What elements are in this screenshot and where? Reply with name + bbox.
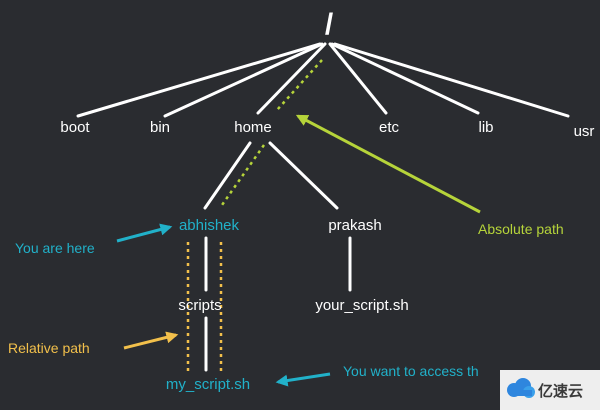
edge-root-boot bbox=[76, 42, 322, 118]
edge-home-prakash bbox=[268, 141, 339, 210]
node-boot: boot bbox=[60, 119, 90, 136]
watermark: 亿速云 bbox=[500, 370, 600, 410]
want-to-access-arrow bbox=[275, 372, 331, 387]
cloud-logo-icon bbox=[507, 378, 535, 398]
want-to-access-label: You want to access th bbox=[343, 363, 479, 379]
node-lib: lib bbox=[478, 119, 493, 136]
node-usr: usr bbox=[574, 123, 595, 140]
relative-path-label: Relative path bbox=[8, 340, 90, 356]
you-are-here-label: You are here bbox=[15, 240, 95, 256]
edge-root-bin bbox=[163, 42, 324, 118]
node-root: / bbox=[325, 8, 334, 41]
edge-root-usr bbox=[333, 42, 570, 118]
node-your-script: your_script.sh bbox=[315, 297, 408, 314]
node-etc: etc bbox=[379, 119, 400, 136]
edge-root-etc bbox=[328, 42, 388, 115]
you-are-here-arrow bbox=[116, 223, 173, 243]
node-home: home bbox=[234, 119, 272, 136]
node-abhishek: abhishek bbox=[179, 217, 240, 234]
absolute-path-label: Absolute path bbox=[478, 221, 564, 237]
node-prakash: prakash bbox=[328, 217, 381, 234]
edge-root-home bbox=[256, 42, 327, 115]
edge-home-abhishek bbox=[203, 141, 252, 210]
tree-edges bbox=[76, 42, 570, 372]
absolute-path-dotted-line bbox=[220, 59, 323, 206]
edge-root-lib bbox=[330, 42, 480, 115]
node-bin: bin bbox=[150, 119, 170, 136]
node-my-script: my_script.sh bbox=[166, 376, 250, 393]
relative-path-dotted-line bbox=[186, 242, 223, 372]
watermark-text: 亿速云 bbox=[538, 382, 583, 400]
node-scripts: scripts bbox=[178, 297, 221, 314]
relative-path-arrow bbox=[123, 331, 179, 350]
absolute-path-arrow bbox=[295, 114, 481, 214]
